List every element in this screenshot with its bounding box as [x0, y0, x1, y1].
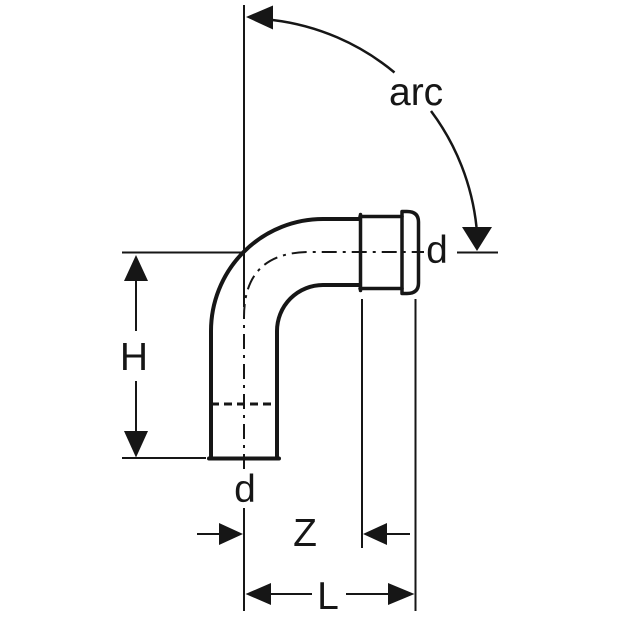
label-d-right: d [426, 229, 448, 272]
label-l: L [317, 575, 339, 618]
arc-arrow-bottom [462, 227, 492, 251]
pipe-axis-centerline [243, 251, 424, 469]
l-dimension: L [245, 299, 417, 618]
fitting-inner-contour [275, 283, 362, 460]
z-arrow-left [219, 523, 243, 545]
arc-dimension-curve-upper [272, 18, 396, 74]
h-arrow-up [124, 255, 148, 281]
diameter-labels: d d [234, 229, 448, 511]
l-arrow-left [245, 583, 271, 605]
h-arrow-down [124, 431, 148, 458]
press-collar [400, 209, 421, 296]
arc-dimension: arc [246, 5, 498, 254]
arc-arrow-top [246, 5, 273, 30]
z-arrow-right [363, 523, 387, 545]
h-dimension: H [120, 251, 243, 459]
label-arc: arc [389, 71, 443, 114]
arc-dimension-curve-lower [429, 110, 478, 228]
label-h: H [120, 336, 148, 379]
label-d-bottom: d [234, 468, 256, 511]
l-arrow-right [388, 583, 415, 605]
fitting-outline [207, 209, 421, 461]
z-dimension: Z [197, 299, 410, 611]
label-z: Z [293, 512, 317, 555]
centerlines [243, 5, 424, 469]
